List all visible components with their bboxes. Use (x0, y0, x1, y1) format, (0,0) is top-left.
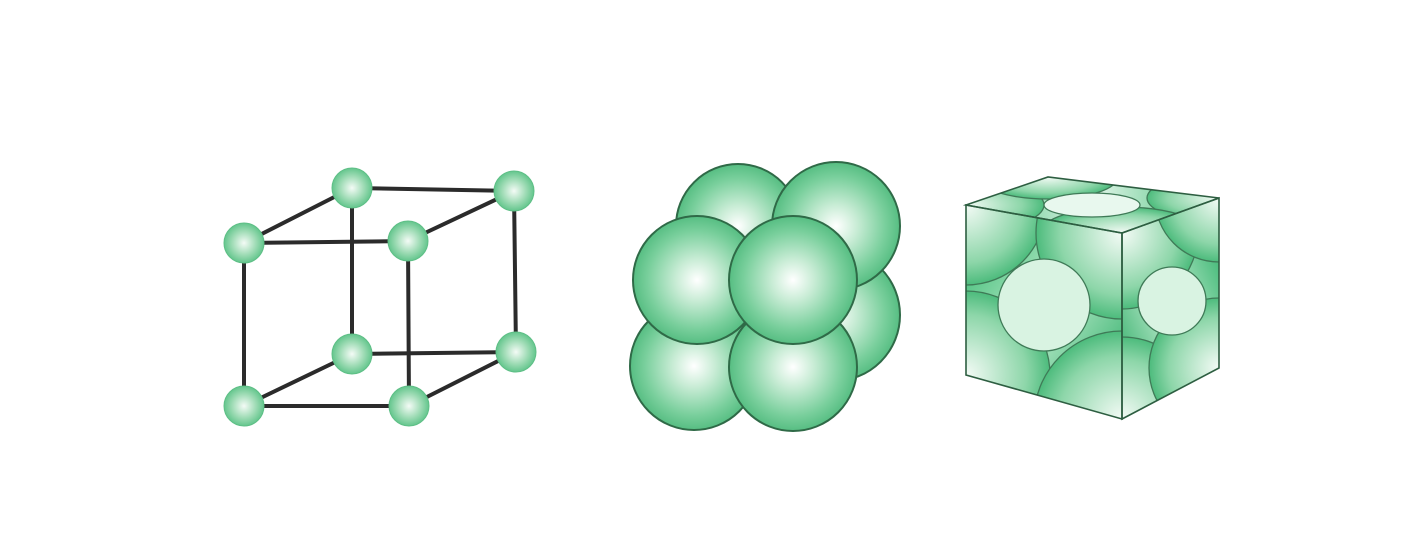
corner-section (966, 205, 1047, 286)
atom (495, 331, 537, 373)
atom (331, 333, 373, 375)
atom (223, 385, 265, 427)
face-center-section (997, 258, 1091, 352)
atom (388, 385, 430, 427)
atom (493, 170, 535, 212)
atom (728, 215, 858, 345)
ball-and-stick-unit-cell (223, 167, 537, 427)
corner-section (1033, 330, 1122, 419)
corner-section (1154, 198, 1219, 263)
atom (223, 222, 265, 264)
face-center-section (1137, 266, 1207, 336)
face-center-section (1043, 192, 1141, 218)
atom (331, 167, 373, 209)
atom (387, 220, 429, 262)
space-filling-unit-cell (629, 161, 901, 432)
atoms (223, 167, 537, 427)
bonds (242, 186, 518, 408)
unit-cell-cube (962, 176, 1220, 421)
cube-edges (962, 176, 1220, 421)
